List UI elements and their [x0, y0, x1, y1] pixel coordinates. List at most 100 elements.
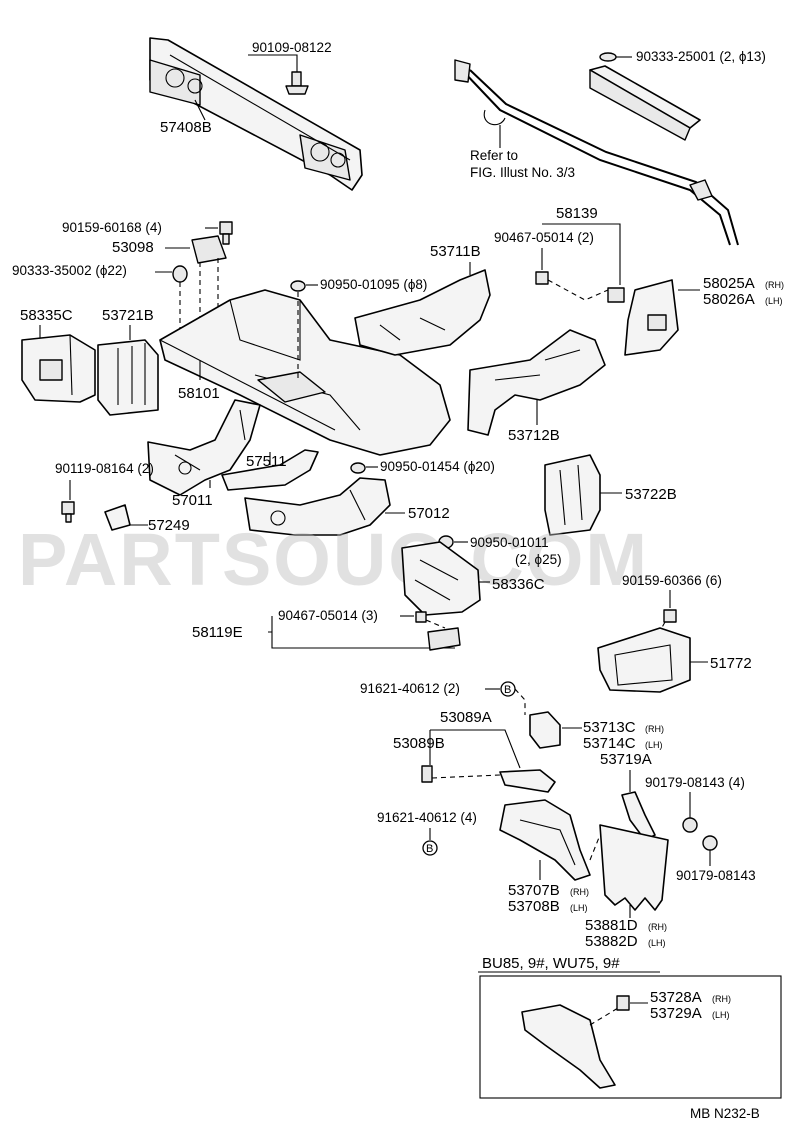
side-rail-segment[interactable]: [589, 65, 701, 141]
label-90179-08143-4: 90179-08143 (4): [645, 775, 745, 790]
label-90333-35002: 90333-35002 (ϕ22): [12, 263, 127, 278]
label-58335c: 58335C: [20, 307, 73, 324]
crossmember-57012[interactable]: [244, 477, 391, 536]
bracket-53713c[interactable]: [529, 711, 561, 749]
label-90333-25001: 90333-25001 (2, ϕ13): [636, 49, 766, 64]
label-90159-60366: 90159-60366 (6): [622, 573, 722, 588]
variant-box: [479, 975, 782, 1099]
label-58101: 58101: [178, 385, 220, 402]
bracket-58335c[interactable]: [21, 334, 96, 403]
label-91621-40612-4: 91621-40612 (4): [377, 810, 477, 825]
label-51772: 51772: [710, 655, 752, 672]
marker-b-top-letter: B: [504, 684, 511, 696]
label-58026a: 58026A: [703, 291, 755, 308]
floor-pan-58101[interactable]: [159, 289, 451, 456]
label-57011: 57011: [172, 492, 213, 509]
label-rh-53881d: (RH): [648, 922, 667, 932]
bolt-90109-08122[interactable]: [285, 71, 309, 95]
label-lh-53729a: (LH): [712, 1010, 730, 1020]
label-58119e: 58119E: [192, 624, 243, 641]
plug-90950-01454[interactable]: [350, 462, 366, 474]
liner-53707b[interactable]: [499, 799, 591, 881]
marker-b-top[interactable]: B: [500, 681, 516, 697]
plug-90333-25001[interactable]: [599, 52, 617, 62]
label-58139: 58139: [556, 205, 598, 222]
label-lh-58026a: (LH): [765, 296, 783, 306]
label-53722b: 53722B: [625, 486, 677, 503]
clip-53089b[interactable]: [421, 765, 433, 783]
panel-53711b[interactable]: [354, 269, 491, 356]
tray-51772[interactable]: [597, 627, 691, 693]
crossmember-57011[interactable]: [147, 399, 261, 496]
label-refer-to: Refer to: [470, 148, 518, 163]
label-rh-53728a: (RH): [712, 994, 731, 1004]
plate-53098[interactable]: [191, 235, 227, 264]
marker-b-bottom[interactable]: B: [422, 840, 438, 856]
label-57408b: 57408B: [160, 119, 212, 136]
label-53708b: 53708B: [508, 898, 560, 915]
label-90950-01454: 90950-01454 (ϕ20): [380, 459, 495, 474]
label-53089a: 53089A: [440, 709, 492, 726]
label-90119-08164: 90119-08164 (2): [55, 461, 154, 476]
clip-53728a[interactable]: [616, 995, 630, 1011]
label-53089b: 53089B: [393, 735, 445, 752]
marker-b-bottom-letter: B: [426, 843, 433, 855]
label-90950-01011-qty: (2, ϕ25): [515, 552, 562, 567]
label-53714c: 53714C: [583, 735, 636, 752]
label-57511: 57511: [246, 453, 287, 470]
brake-line-assembly[interactable]: [454, 59, 739, 246]
nut-90179-08143-a[interactable]: [682, 817, 698, 833]
label-53881d: 53881D: [585, 917, 638, 934]
label-53713c: 53713C: [583, 719, 636, 736]
label-53721b: 53721B: [102, 307, 154, 324]
nut-90179-08143-b[interactable]: [702, 835, 718, 851]
panel-53722b[interactable]: [544, 454, 601, 536]
strip-53089a[interactable]: [499, 769, 556, 793]
label-53882d: 53882D: [585, 933, 638, 950]
label-57249: 57249: [148, 517, 190, 534]
label-58025a: 58025A: [703, 275, 755, 292]
clip-58139[interactable]: [607, 287, 625, 303]
label-lh-53882d: (LH): [648, 938, 666, 948]
label-53707b: 53707B: [508, 882, 560, 899]
crossmember-57408b[interactable]: [149, 37, 363, 191]
label-53712b: 53712B: [508, 427, 560, 444]
liner-53728a[interactable]: [521, 1004, 616, 1089]
mudguard-53881d[interactable]: [599, 824, 669, 911]
label-lh-53708b: (LH): [570, 903, 588, 913]
label-rh-53707b: (RH): [570, 887, 589, 897]
label-90109-08122: 90109-08122: [252, 40, 332, 55]
label-refer-fig: FIG. Illust No. 3/3: [470, 165, 575, 180]
label-53711b: 53711B: [430, 243, 481, 260]
bolt-90159-60366[interactable]: [663, 609, 677, 623]
crossmember-57511[interactable]: [221, 449, 319, 491]
label-90950-01095: 90950-01095 (ϕ8): [320, 277, 427, 292]
label-90467-05014-2: 90467-05014 (2): [494, 230, 594, 245]
variant-box-title: BU85, 9#, WU75, 9#: [482, 955, 620, 972]
panel-53712b[interactable]: [467, 329, 606, 436]
label-lh-53714c: (LH): [645, 740, 663, 750]
label-90950-01011: 90950-01011: [470, 535, 549, 550]
label-rh-58025a: (RH): [765, 280, 784, 290]
label-58336c: 58336C: [492, 576, 545, 593]
label-53719a: 53719A: [600, 751, 652, 768]
label-53728a: 53728A: [650, 989, 702, 1006]
label-91621-40612-2: 91621-40612 (2): [360, 681, 460, 696]
label-90467-05014-3: 90467-05014 (3): [278, 608, 378, 623]
bracket-58025a[interactable]: [624, 279, 679, 356]
bracket-53719a[interactable]: [621, 791, 656, 841]
panel-53721b[interactable]: [97, 339, 159, 416]
label-90179-08143: 90179-08143: [676, 868, 756, 883]
label-57012: 57012: [408, 505, 450, 522]
plug-90950-01095[interactable]: [290, 280, 306, 292]
bolt-90159-60168[interactable]: [219, 221, 233, 245]
plug-90333-35002[interactable]: [172, 265, 188, 283]
label-rh-53713c: (RH): [645, 724, 664, 734]
bracket-58336c[interactable]: [401, 541, 481, 616]
bolt-90119-08164[interactable]: [61, 501, 75, 523]
watermark: PARTSOUQ.COM: [18, 518, 649, 601]
nut-90467-05014-3[interactable]: [415, 611, 427, 623]
nut-90467-05014[interactable]: [535, 271, 549, 285]
plate-58119e[interactable]: [427, 627, 461, 651]
